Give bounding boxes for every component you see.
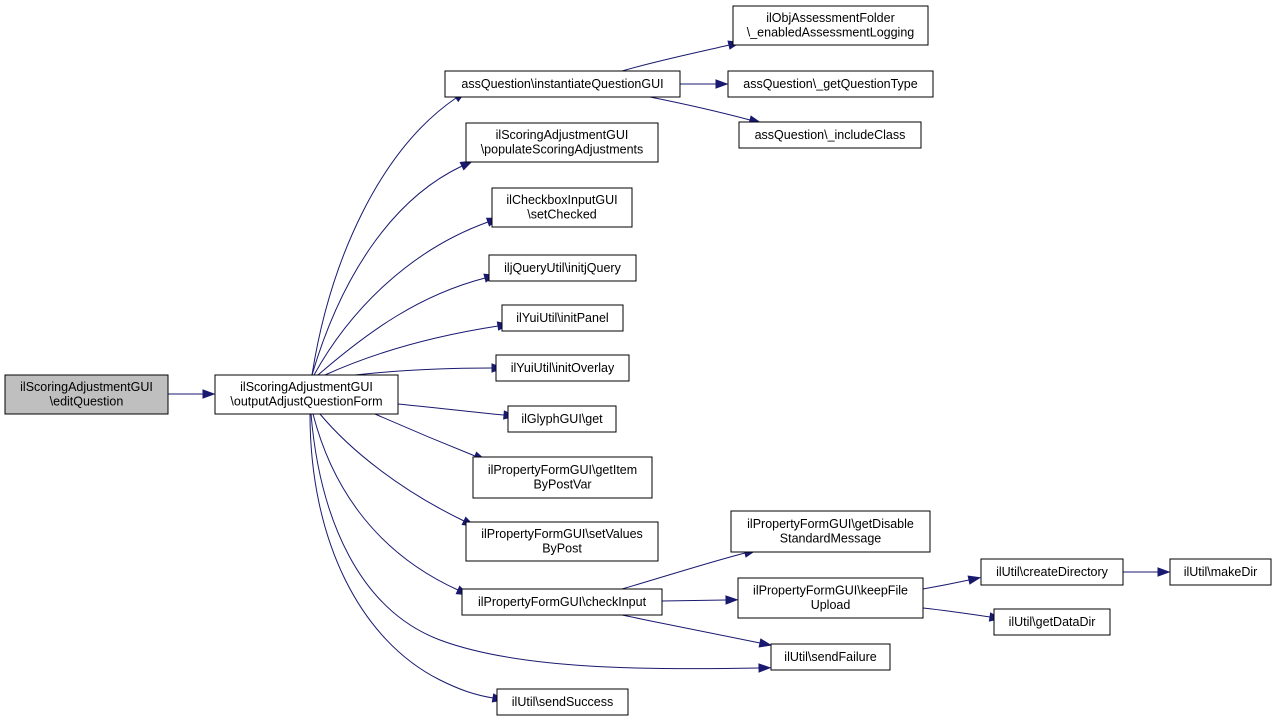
node-label: ilUtil\createDirectory [996,565,1109,579]
edge-editQuestion-to-outputAdjust [168,389,216,399]
node-initOverlay[interactable]: ilYuiUtil\initOverlay [495,354,630,382]
node-checkInput[interactable]: ilPropertyFormGUI\checkInput [461,588,663,616]
node-label: ilPropertyFormGUI\getItem [488,463,637,477]
edge-checkInput-to-keepFileUpload [661,595,739,605]
edge-outputAdjust-to-sendFailure [310,413,772,673]
node-enabledLogging[interactable]: ilObjAssessmentFolder\_enabledAssessment… [732,5,929,46]
node-label: ilPropertyFormGUI\keepFile [753,584,908,598]
edge-outputAdjust-to-instantiate [311,90,467,376]
edge-outputAdjust-to-checkInput [312,413,470,596]
node-label: ilGlyphGUI\get [521,412,603,426]
node-initjQuery[interactable]: iljQueryUtil\initjQuery [488,254,637,282]
node-outputAdjust[interactable]: ilScoringAdjustmentGUI\outputAdjustQuest… [214,374,399,415]
node-label: ilObjAssessmentFolder [766,11,895,25]
node-label: ilScoringAdjustmentGUI [496,128,629,142]
node-initPanel[interactable]: ilYuiUtil\initPanel [501,304,624,332]
call-edges [168,40,1171,703]
edge-instantiate-to-enabledLogging [621,40,742,72]
node-label: ilCheckboxInputGUI [506,193,617,207]
node-getDisableStd[interactable]: ilPropertyFormGUI\getDisableStandardMess… [730,510,931,553]
node-createDirectory[interactable]: ilUtil\createDirectory [980,558,1124,586]
node-label: \editQuestion [50,395,124,409]
edge-outputAdjust-to-getItemByPostVar [374,413,487,461]
edge-checkInput-to-sendFailure [621,614,773,648]
node-label: \outputAdjustQuestionForm [230,395,382,409]
edge-outputAdjust-to-initjQuery [317,273,498,376]
edge-outputAdjust-to-initOverlay [354,363,505,376]
node-instantiate[interactable]: assQuestion\instantiateQuestionGUI [444,70,681,98]
node-glyphGet[interactable]: ilGlyphGUI\get [507,405,617,433]
node-makeDir[interactable]: ilUtil\makeDir [1169,558,1272,586]
node-label: Upload [811,598,851,612]
node-label: ilYuiUtil\initOverlay [511,361,615,375]
edge-outputAdjust-to-setValuesByPost [319,413,476,527]
node-sendFailure[interactable]: ilUtil\sendFailure [770,643,891,671]
node-label: assQuestion\instantiateQuestionGUI [461,77,663,91]
node-label: ByPost [542,542,582,556]
node-sendSuccess[interactable]: ilUtil\sendSuccess [496,688,629,716]
node-label: \setChecked [527,208,597,222]
edge-outputAdjust-to-populate [311,160,474,376]
edge-outputAdjust-to-glyphGet [397,403,517,420]
node-label: ilUtil\makeDir [1184,565,1258,579]
node-label: \populateScoringAdjustments [481,143,644,157]
node-label: ilPropertyFormGUI\getDisable [747,517,914,531]
node-label: ilUtil\sendSuccess [512,695,613,709]
node-label: ilYuiUtil\initPanel [516,311,608,325]
node-label: StandardMessage [780,532,882,546]
edge-outputAdjust-to-initPanel [324,321,511,376]
node-label: ilPropertyFormGUI\setValues [481,527,643,541]
node-label: ilScoringAdjustmentGUI [20,380,153,394]
node-includeClass[interactable]: assQuestion\_includeClass [738,121,922,149]
node-getDataDir[interactable]: ilUtil\getDataDir [993,608,1111,636]
node-label: iljQueryUtil\initjQuery [504,261,621,275]
edge-keepFileUpload-to-getDataDir [922,607,1003,622]
node-label: ilPropertyFormGUI\checkInput [478,595,647,609]
function-nodes: ilScoringAdjustmentGUI\editQuestionilSco… [4,5,1272,716]
node-label: ilUtil\sendFailure [784,650,876,664]
node-getQuestionType[interactable]: assQuestion\_getQuestionType [727,70,934,98]
node-label: ByPostVar [533,478,591,492]
edge-createDirectory-to-makeDir [1123,567,1171,577]
edge-keepFileUpload-to-createDirectory [922,575,982,590]
node-label: ilUtil\getDataDir [1009,615,1096,629]
node-label: ilScoringAdjustmentGUI [240,380,373,394]
node-setChecked[interactable]: ilCheckboxInputGUI\setChecked [491,187,633,228]
edge-instantiate-to-includeClass [649,96,763,125]
node-populate[interactable]: ilScoringAdjustmentGUI\populateScoringAd… [465,122,659,163]
edge-instantiate-to-getQuestionType [680,79,729,89]
node-label: assQuestion\_getQuestionType [743,77,917,91]
node-label: assQuestion\_includeClass [755,128,906,142]
node-editQuestion[interactable]: ilScoringAdjustmentGUI\editQuestion [4,374,169,415]
node-label: \_enabledAssessmentLogging [747,26,915,40]
